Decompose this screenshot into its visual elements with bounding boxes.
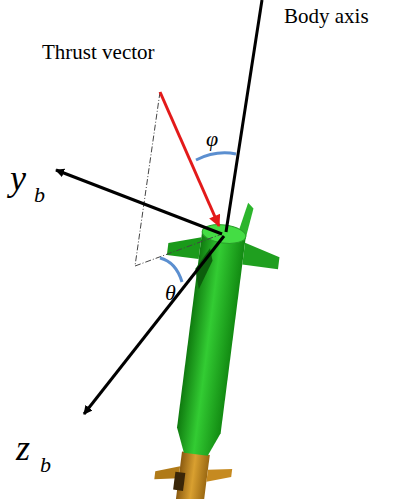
phi-arc — [196, 153, 236, 160]
axis-symbol: y — [10, 160, 26, 196]
fin — [242, 243, 281, 269]
rocket-body — [174, 231, 246, 457]
rocket-top — [201, 222, 247, 245]
rocket — [135, 193, 286, 499]
zb-axis — [84, 236, 224, 414]
angle-label: φ — [206, 128, 218, 150]
stage-fin — [206, 466, 232, 485]
stage-fin — [173, 472, 185, 491]
vector-label: Thrust vector — [42, 42, 155, 63]
fin — [167, 233, 202, 259]
projection-line — [135, 234, 222, 266]
thrust-vector-arrow — [160, 92, 219, 226]
axis-subscript: b — [40, 454, 51, 476]
angle-label: θ — [165, 282, 176, 304]
body-axis-line — [226, 0, 262, 232]
axis-label: Body axis — [284, 6, 369, 27]
axis-subscript: b — [34, 184, 45, 206]
theta-arc — [160, 258, 182, 282]
projection-line — [135, 92, 160, 266]
axis-symbol: z — [16, 430, 30, 466]
